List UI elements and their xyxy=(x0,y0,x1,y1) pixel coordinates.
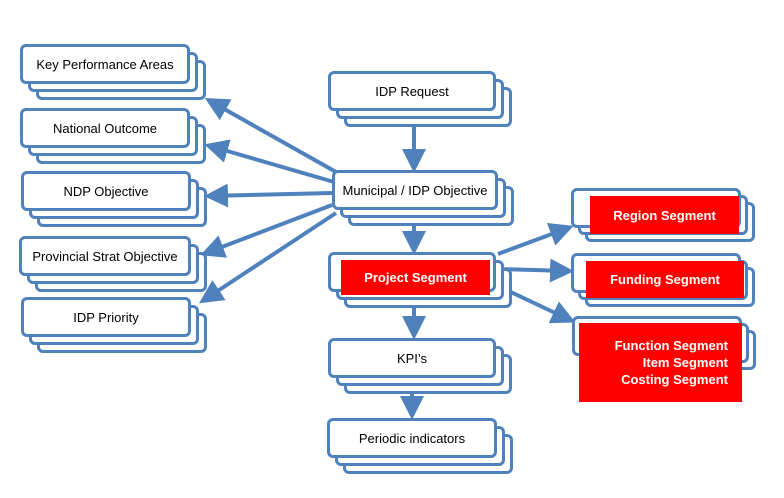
national-outcome-label: National Outcome xyxy=(52,120,158,136)
region-segment-box: Region Segment xyxy=(590,196,739,234)
region-segment-label: Region Segment xyxy=(613,207,716,223)
periodic-indicators-box: Periodic indicators xyxy=(327,418,497,458)
item-segment-label: Item Segment xyxy=(642,355,728,370)
idp-priority-label: IDP Priority xyxy=(73,309,139,325)
kpis-box: KPI’s xyxy=(328,338,496,378)
arrow-objective-to-national-outcome xyxy=(204,139,335,184)
arrow-project-to-region xyxy=(497,223,574,256)
key-performance-areas-label: Key Performance Areas xyxy=(36,56,174,72)
idp-request-box: IDP Request xyxy=(328,71,496,111)
idp-request-label: IDP Request xyxy=(375,83,449,99)
costing-segment-label: Costing Segment xyxy=(621,372,728,387)
funding-segment-box: Funding Segment xyxy=(586,261,744,298)
ndp-objective-label: NDP Objective xyxy=(63,183,149,199)
key-performance-areas-box: Key Performance Areas xyxy=(20,44,190,84)
municipal-idp-objective-label: Municipal / IDP Objective xyxy=(342,182,488,198)
project-segment-label: Project Segment xyxy=(364,270,467,285)
function-segment-label: Function Segment xyxy=(614,338,728,353)
municipal-idp-objective-box: Municipal / IDP Objective xyxy=(332,170,498,210)
kpis-label: KPI’s xyxy=(396,350,428,366)
arrow-objective-to-ndp xyxy=(204,183,333,208)
national-outcome-box: National Outcome xyxy=(20,108,190,148)
provincial-strat-objective-box: Provincial Strat Objective xyxy=(19,236,191,276)
funding-segment-label: Funding Segment xyxy=(610,272,720,287)
function-item-costing-box: Function Segment Item Segment Costing Se… xyxy=(579,323,742,402)
arrow-objective-to-kpa xyxy=(204,98,337,174)
arrow-objective-to-idp-priority xyxy=(198,211,338,304)
ndp-objective-box: NDP Objective xyxy=(21,171,191,211)
periodic-indicators-label: Periodic indicators xyxy=(358,430,466,446)
provincial-strat-objective-label: Provincial Strat Objective xyxy=(32,248,178,264)
arrow-objective-to-provincial xyxy=(200,203,333,258)
idp-priority-box: IDP Priority xyxy=(21,297,191,337)
project-segment-box: Project Segment xyxy=(341,260,490,295)
